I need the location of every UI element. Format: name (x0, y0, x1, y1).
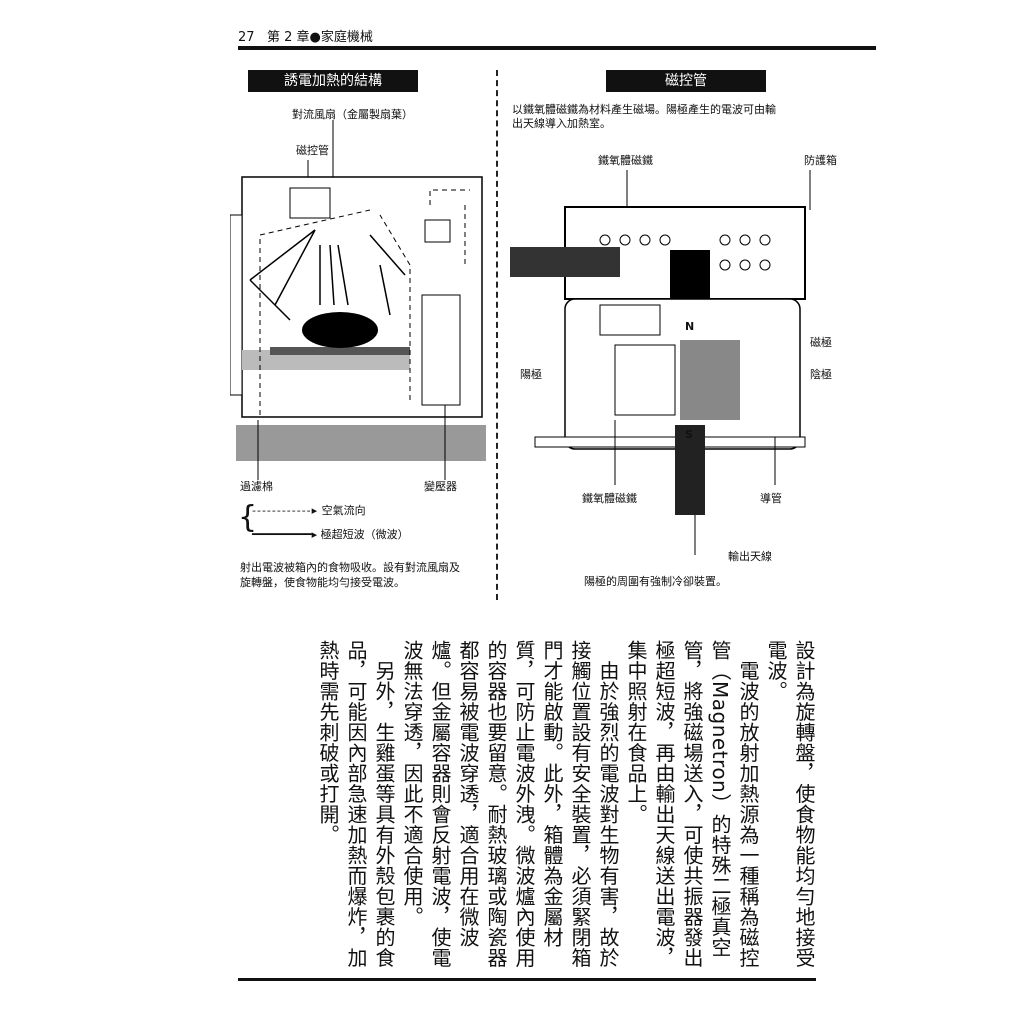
body-line: 設計為旋轉盤，使食物能均勻地接受 (792, 640, 816, 968)
label-north: N (685, 320, 695, 333)
label-ferrite-top: 鐵氧體磁鐵 (598, 154, 653, 167)
label-fan: 對流風扇（金屬製扇葉） (292, 108, 413, 121)
body-line: 管，將強磁場送入，可使共振器發出 (680, 640, 704, 968)
body-line: 管（Magnetron）的特殊二極真空 (708, 640, 732, 958)
body-line: 接觸位置設有安全裝置，必須緊閉箱 (568, 640, 592, 968)
left-caption: 射出電波被箱內的食物吸收。設有對流風扇及旋轉盤，使食物能均勻接受電波。 (240, 561, 460, 589)
column-divider (496, 70, 498, 600)
legend-air-flow: ------------▸ 空氣流向 (252, 504, 366, 517)
magnetron-diagram (510, 170, 811, 555)
body-line: 電波。 (764, 640, 788, 702)
body-line: 的容器也要留意。耐熱玻璃或陶瓷器 (484, 640, 508, 968)
label-south: S (685, 428, 693, 441)
running-header: 27 第 2 章●家庭機械 (238, 26, 373, 45)
right-intro: 以鐵氧體磁鐵為材料產生磁場。陽極產生的電波可由輸出天線導入加熱室。 (512, 103, 776, 130)
body-line: 都容易被電波穿透，適合用在微波 (456, 640, 480, 948)
body-line: 極超短波，再由輸出天線送出電波， (652, 640, 676, 968)
label-ferrite-bottom: 鐵氧體磁鐵 (582, 492, 637, 505)
legend-microwave-label: 極超短波（微波） (320, 528, 409, 541)
body-line: 爐。但金屬容器則會反射電波，使電 (428, 640, 452, 968)
body-line: 由於強烈的電波對生物有害，故於 (596, 640, 620, 969)
label-antenna: 輸出天線 (728, 550, 772, 563)
label-conduit: 導管 (760, 492, 782, 505)
legend-brace: { (238, 500, 258, 535)
label-magnetic-pole: 磁極 (810, 336, 832, 349)
legend-microwave: ━━━━━━━━━▸ 極超短波（微波） (252, 528, 409, 541)
left-figure-title: 誘電加熱的結構 (248, 70, 418, 92)
body-line: 門才能啟動。此外，箱體為金屬材 (540, 640, 564, 948)
body-line: 熱時需先刺破或打開。 (316, 640, 340, 845)
body-line: 波無法穿透，因此不適合使用。 (400, 640, 424, 927)
label-anode: 陽極 (520, 368, 542, 381)
body-line: 另外，生雞蛋等具有外殼包裹的食 (372, 640, 396, 969)
header-rule (238, 46, 876, 50)
body-line: 集中照射在食品上。 (624, 640, 648, 825)
body-text: 設計為旋轉盤，使食物能均勻地接受電波。 電波的放射加熱源為一種稱為磁控管（Mag… (316, 640, 818, 980)
footer-rule (238, 978, 816, 981)
body-line: 電波的放射加熱源為一種稱為磁控 (736, 640, 760, 969)
chapter-title: 第 2 章●家庭機械 (266, 30, 373, 45)
page-number: 27 (238, 30, 255, 45)
label-magnetron: 磁控管 (296, 144, 329, 157)
right-caption: 陽極的周圍有強制冷卻裝置。 (584, 575, 727, 588)
body-line: 品，可能因內部急速加熱而爆炸，加 (344, 640, 368, 968)
label-filter: 過濾棉 (240, 480, 273, 493)
right-figure-title: 磁控管 (606, 70, 766, 92)
microwave-oven-diagram (230, 120, 486, 480)
label-transformer: 變壓器 (424, 480, 457, 493)
body-line: 質，可防止電波外洩。微波爐內使用 (512, 640, 536, 968)
label-shield-box: 防護箱 (804, 154, 837, 167)
legend-air-flow-label: 空氣流向 (321, 504, 366, 517)
label-cathode: 陰極 (810, 368, 832, 381)
